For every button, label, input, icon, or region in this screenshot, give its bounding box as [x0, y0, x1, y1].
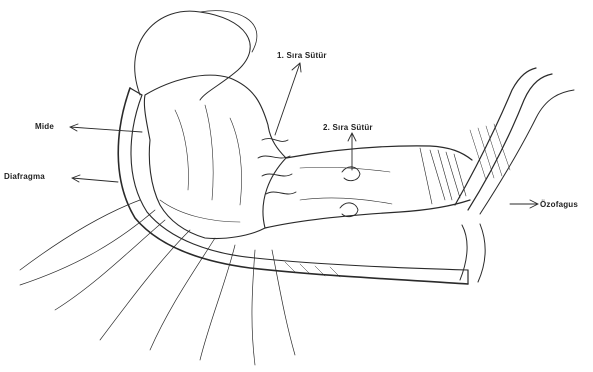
diaphragm-crus-end: [130, 88, 468, 284]
suture-row-2: [340, 167, 360, 217]
suture-thread-loop: [135, 11, 251, 100]
esophagus-upper-edge: [286, 146, 472, 160]
stomach-outline: [144, 75, 286, 238]
leader-sira1: [275, 63, 300, 135]
diaphragm-crus-inner: [131, 95, 468, 270]
label-second-row-suture: 2. Sıra Sütür: [323, 123, 373, 133]
suture-thread-loop-secondary: [200, 11, 257, 52]
diaphragm-crus-outer: [118, 88, 468, 284]
esophagus-lower-edge: [265, 200, 470, 228]
label-first-row-suture: 1. Sıra Sütür: [277, 51, 327, 61]
label-diafragma: Diafragma: [4, 172, 45, 182]
suture-threads-across: [300, 167, 392, 204]
leader-mide: [70, 127, 142, 132]
hiatus-structure-4: [460, 224, 485, 282]
esophagus-hatching: [420, 148, 466, 204]
hiatus-structure-1: [455, 68, 536, 205]
leader-diafragma: [72, 178, 118, 182]
label-ozofagus: Özofagus: [540, 200, 578, 210]
loose-suture-threads: [20, 200, 295, 365]
label-mide: Mide: [35, 122, 54, 132]
stomach-fold-lines: [160, 105, 242, 222]
